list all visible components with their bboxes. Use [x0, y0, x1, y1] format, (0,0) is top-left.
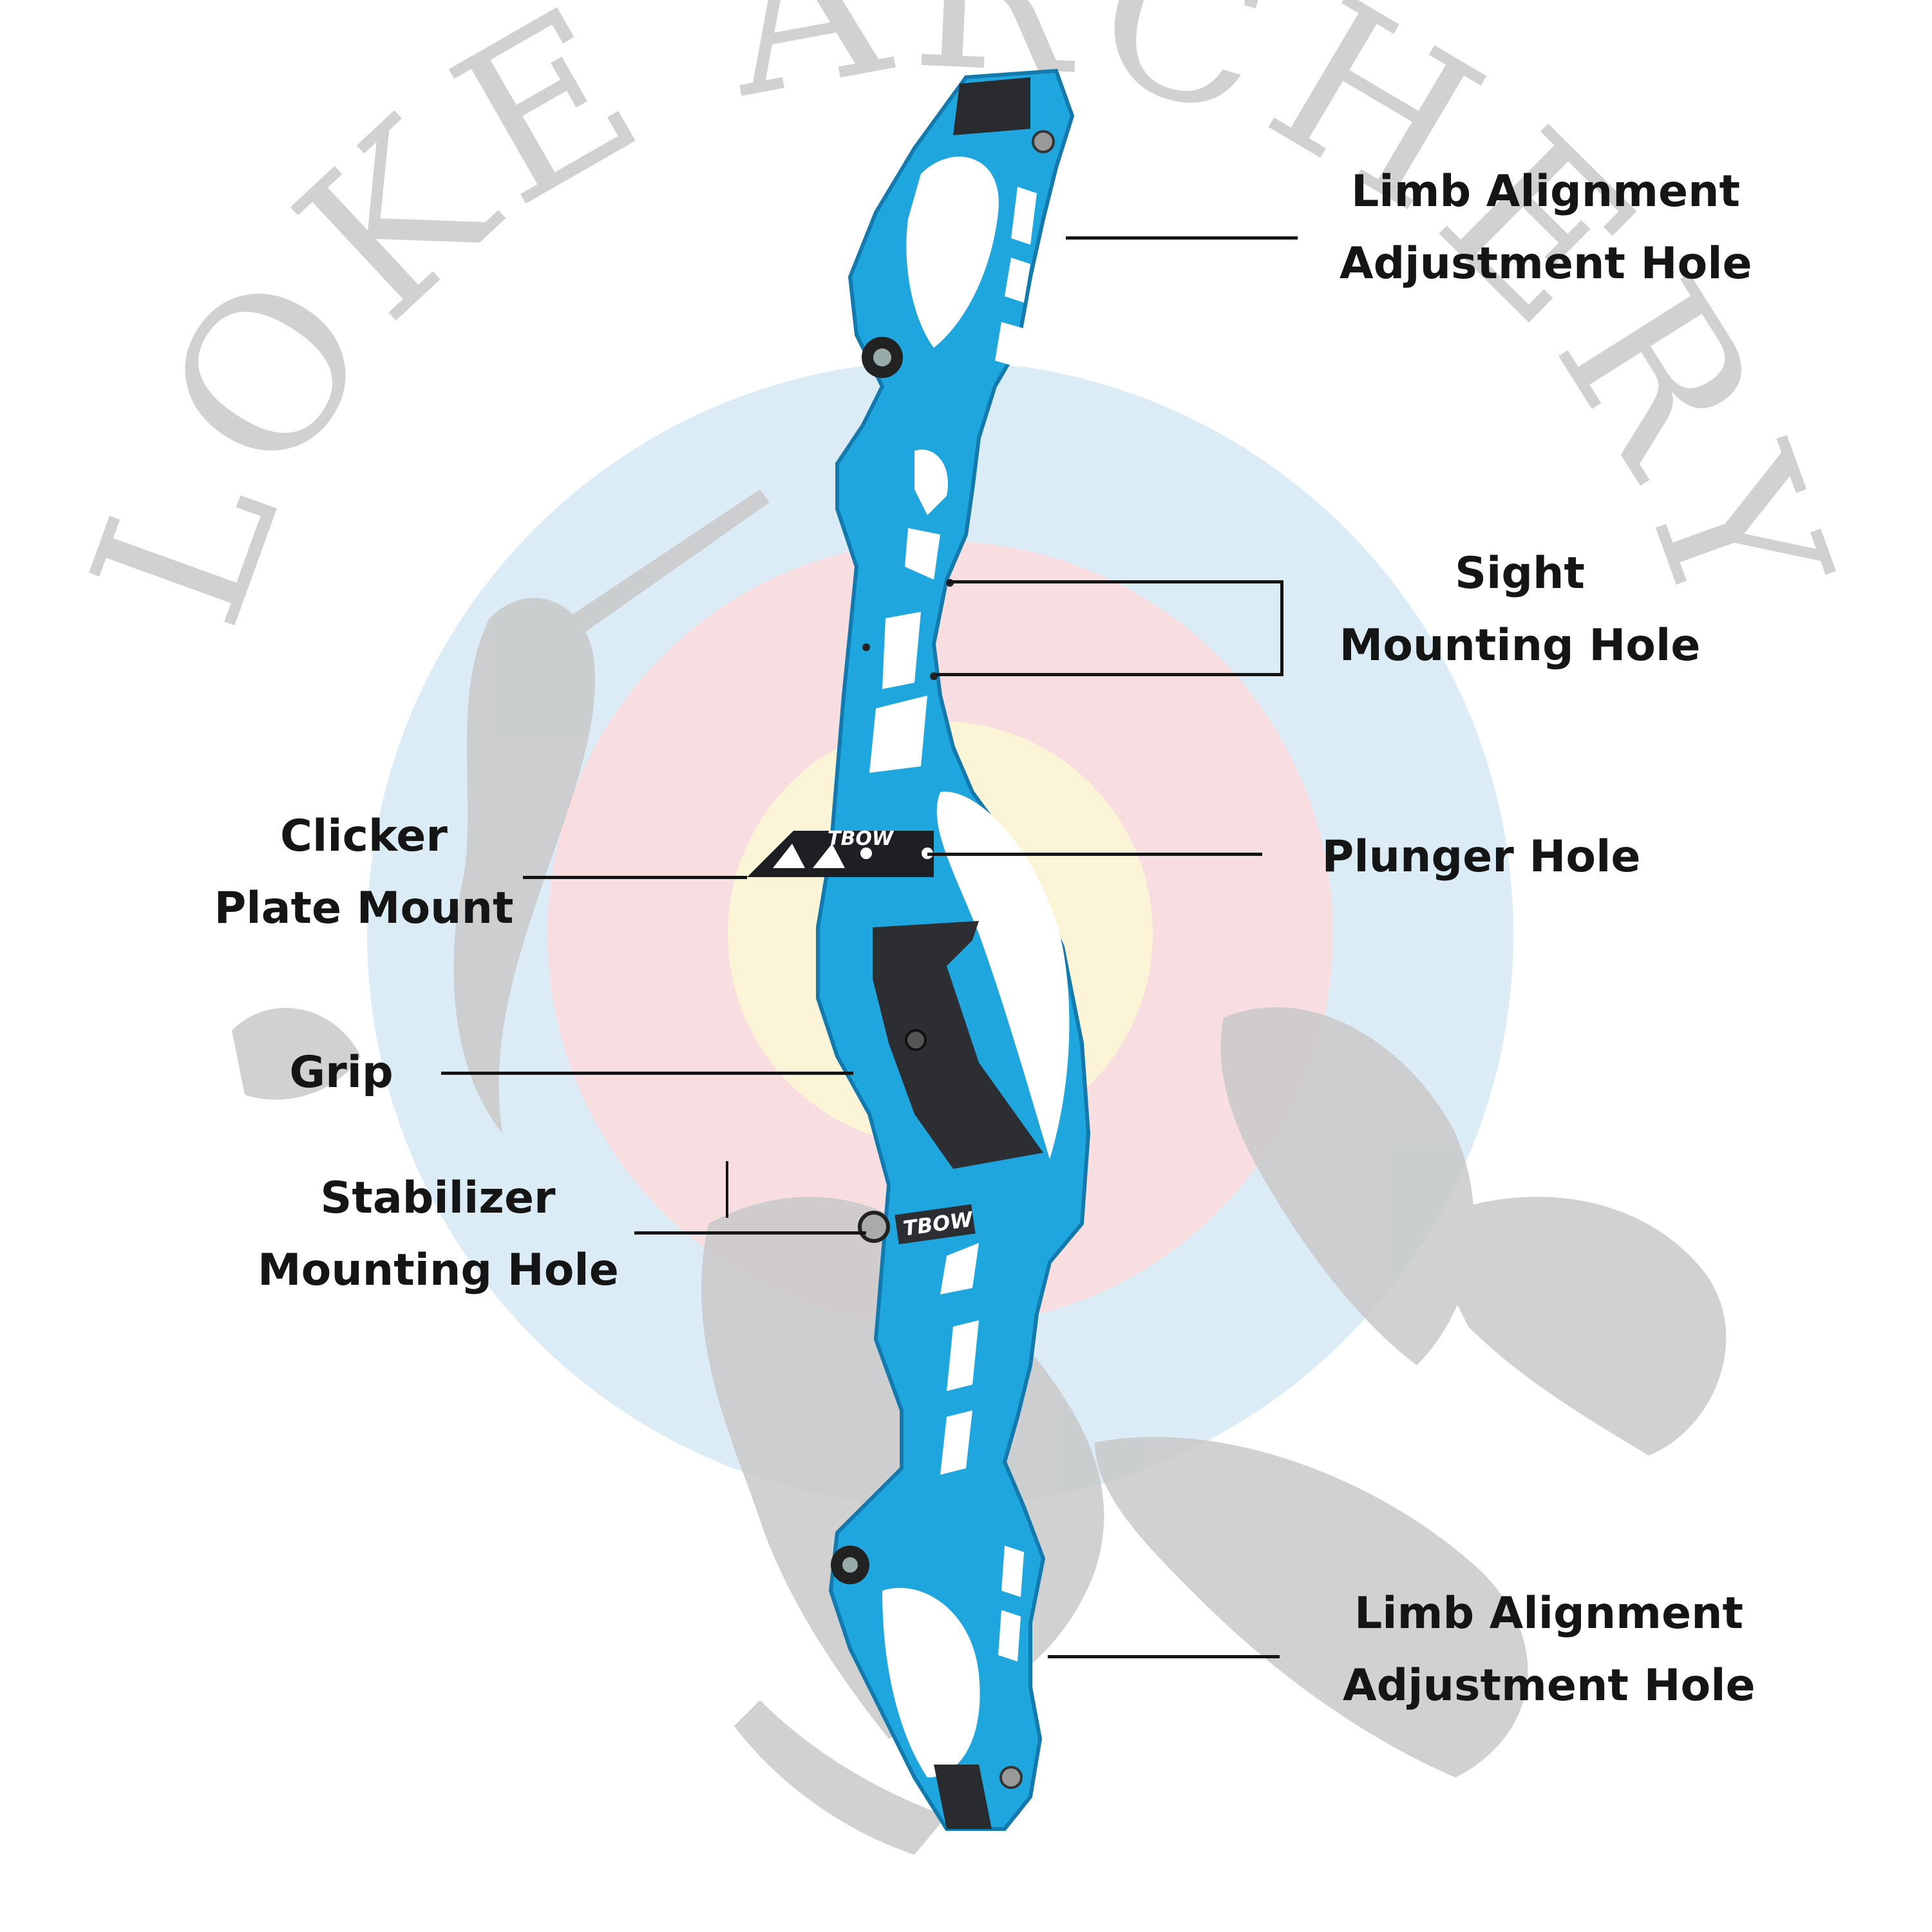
leader-clicker — [523, 876, 747, 879]
leader-limb-bottom — [1048, 1655, 1280, 1658]
label-limb-alignment-top: Limb Alignment Adjustment Hole — [1340, 166, 1752, 289]
label-limb-alignment-bottom: Limb Alignment Adjustment Hole — [1343, 1588, 1756, 1711]
leader-sight-lower — [936, 673, 1283, 676]
upper-limb-pocket — [953, 77, 1030, 135]
riser-brand-upper: TBOW — [828, 828, 895, 850]
grip — [873, 921, 1043, 1169]
clicker-plate-cutouts — [773, 844, 933, 868]
label-grip: Grip — [289, 1047, 393, 1098]
leader-sight-upper — [948, 580, 1283, 583]
label-stabilizer-mounting-hole: Stabilizer Mounting Hole — [258, 1173, 619, 1296]
riser-cutouts — [869, 156, 1070, 1777]
lower-limb-pocket — [934, 1765, 992, 1829]
riser-bolts — [831, 130, 1055, 1789]
leader-stabilizer-tick — [726, 1161, 728, 1218]
leader-limb-top — [1066, 236, 1298, 240]
label-plunger-hole: Plunger Hole — [1321, 831, 1641, 882]
label-sight-mounting-hole: Sight Mounting Hole — [1339, 548, 1701, 671]
leader-plunger — [927, 853, 1262, 856]
leader-sight-bracket — [1280, 580, 1283, 676]
label-clicker-plate-mount: Clicker Plate Mount — [214, 811, 514, 934]
leader-stabilizer — [634, 1231, 866, 1235]
riser-brand-lower-badge — [895, 1204, 976, 1245]
grip-screw — [905, 1029, 927, 1051]
leader-grip — [441, 1072, 853, 1075]
